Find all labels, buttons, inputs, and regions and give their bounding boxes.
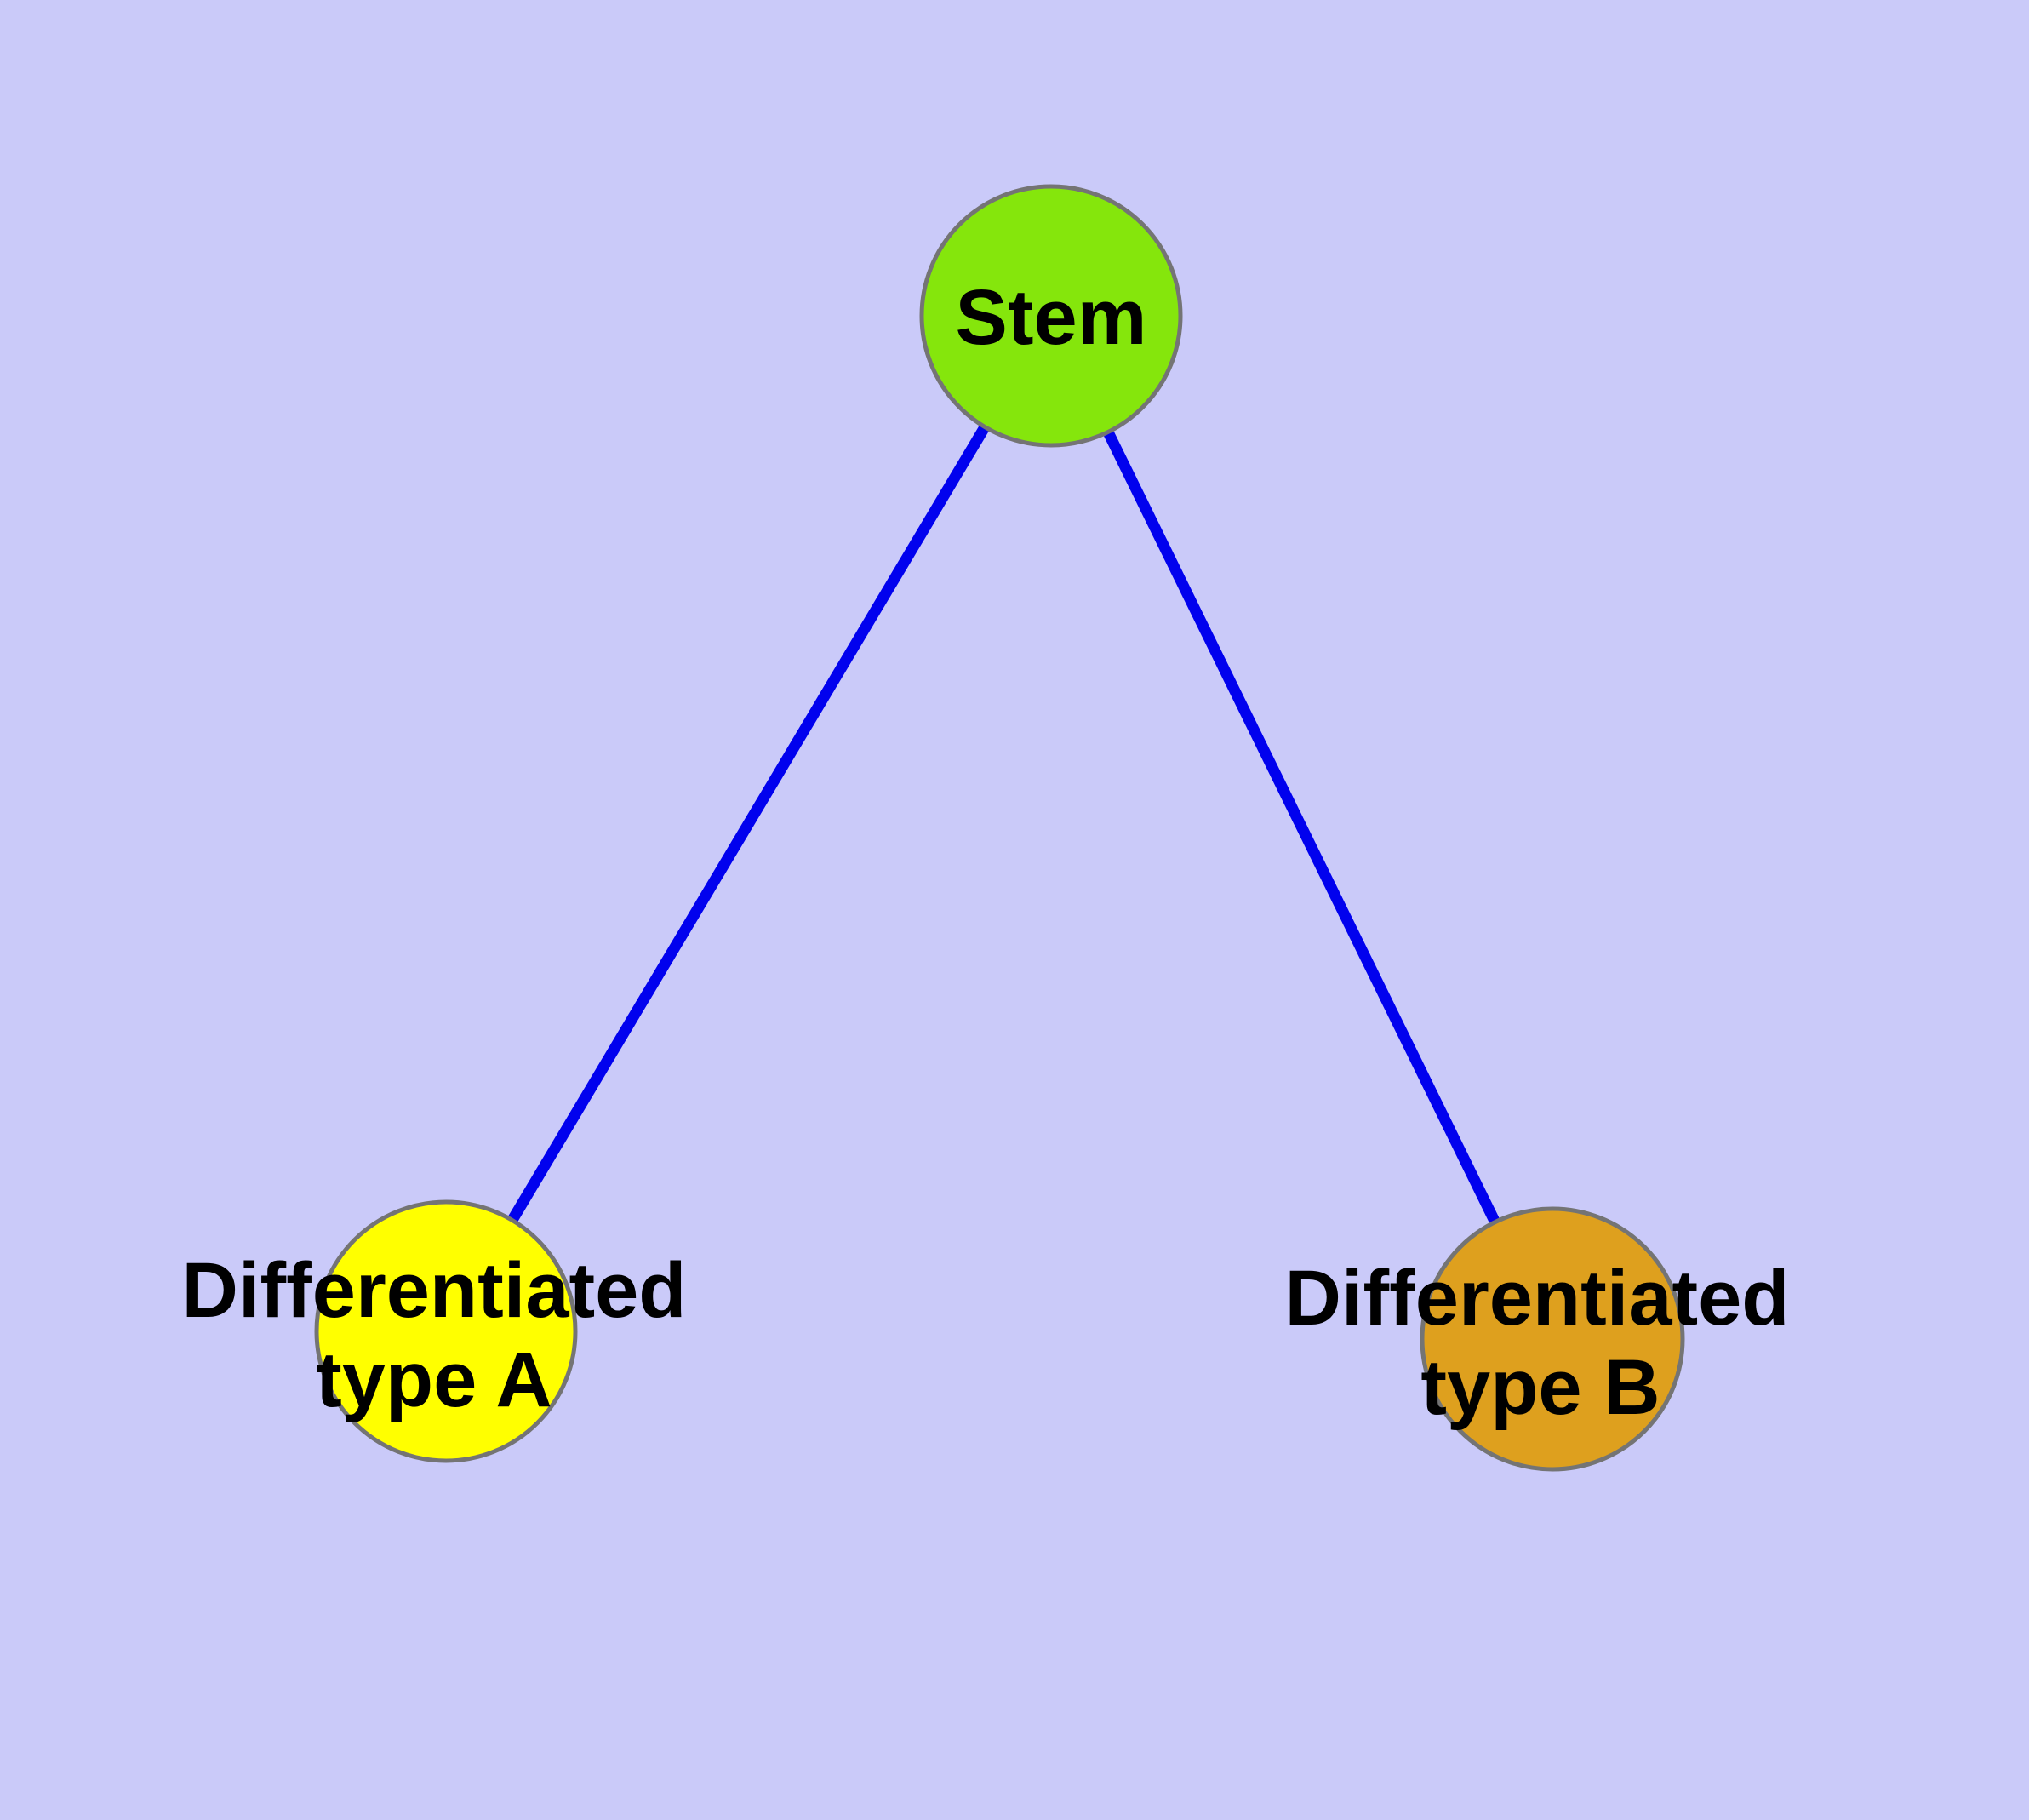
node-typeB-label-line2: type B — [1420, 1344, 1660, 1431]
node-stem — [919, 184, 1183, 448]
edge-stem-to-typeA — [441, 312, 1056, 1335]
node-typeA-label-line1: Differentiated — [182, 1247, 687, 1334]
node-stem-label: Stem — [956, 274, 1147, 361]
node-differentiated-type-b — [1420, 1206, 1685, 1472]
node-typeB-label-line1: Differentiated — [1285, 1255, 1790, 1342]
node-differentiated-type-a — [314, 1199, 578, 1463]
node-typeA-label-line2: type A — [316, 1336, 552, 1423]
edge-stem-to-typeB — [1046, 313, 1557, 1342]
